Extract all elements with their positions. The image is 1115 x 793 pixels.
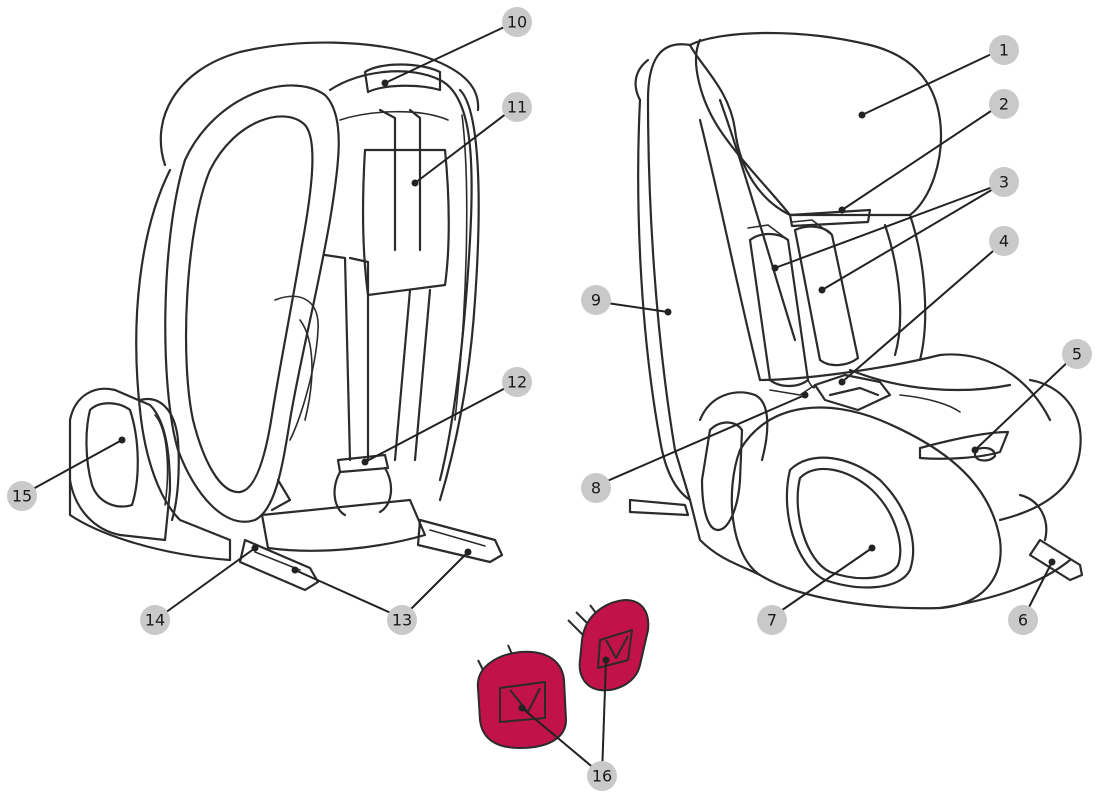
car-seat-rear-view (68, 41, 504, 592)
leader-lines (21, 21, 1074, 776)
rear-wing-outer (164, 84, 340, 523)
rear-seat-base (260, 498, 427, 552)
cup-holder-accessories (476, 599, 650, 749)
rear-storage-flap (361, 148, 450, 297)
front-headrest-outline (688, 31, 942, 217)
car-seat-front-view (628, 31, 1084, 610)
callout-5: 5 (1062, 339, 1092, 369)
svg-text:7: 7 (767, 611, 777, 630)
svg-text:12: 12 (507, 373, 527, 392)
callout-6: 6 (1008, 605, 1038, 635)
callout-4: 4 (989, 226, 1019, 256)
svg-text:1: 1 (999, 41, 1009, 60)
front-side-panel (637, 98, 692, 502)
svg-text:9: 9 (591, 291, 601, 310)
callout-15: 15 (7, 481, 37, 511)
svg-text:3: 3 (999, 173, 1009, 192)
isofix-arm (1028, 538, 1084, 582)
svg-text:16: 16 (592, 767, 612, 786)
svg-text:5: 5 (1072, 345, 1082, 364)
rear-side-armrest (68, 387, 172, 542)
callout-16: 16 (587, 761, 617, 791)
front-armrest (730, 406, 1002, 610)
svg-text:4: 4 (999, 232, 1009, 251)
svg-text:6: 6 (1018, 611, 1028, 630)
callout-7: 7 (757, 605, 787, 635)
cup-holder (918, 430, 1010, 460)
callout-14: 14 (140, 605, 170, 635)
rear-shell-outer (135, 168, 232, 542)
callout-10: 10 (502, 7, 532, 37)
cup-holder-accessory-right (578, 599, 650, 692)
callout-11: 11 (502, 92, 532, 122)
callout-13: 13 (387, 605, 417, 635)
svg-text:14: 14 (145, 611, 165, 630)
front-armrest-panel (785, 456, 915, 589)
rear-back-panel (328, 70, 473, 482)
callout-2: 2 (989, 89, 1019, 119)
cup-holder-accessory-left (476, 650, 567, 749)
callout-1: 1 (989, 35, 1019, 65)
svg-text:13: 13 (392, 611, 412, 630)
shoulder-pad-right (793, 225, 860, 367)
svg-text:15: 15 (12, 487, 32, 506)
svg-text:11: 11 (507, 98, 527, 117)
rear-wing-inner (184, 115, 314, 494)
isofix-connector-right (416, 518, 504, 564)
svg-text:10: 10 (507, 13, 527, 32)
rear-headrest-outline (159, 41, 480, 167)
callout-9: 9 (581, 285, 611, 315)
svg-text:8: 8 (591, 479, 601, 498)
svg-text:2: 2 (999, 95, 1009, 114)
callout-12: 12 (502, 367, 532, 397)
callout-8: 8 (581, 473, 611, 503)
callout-3: 3 (989, 167, 1019, 197)
